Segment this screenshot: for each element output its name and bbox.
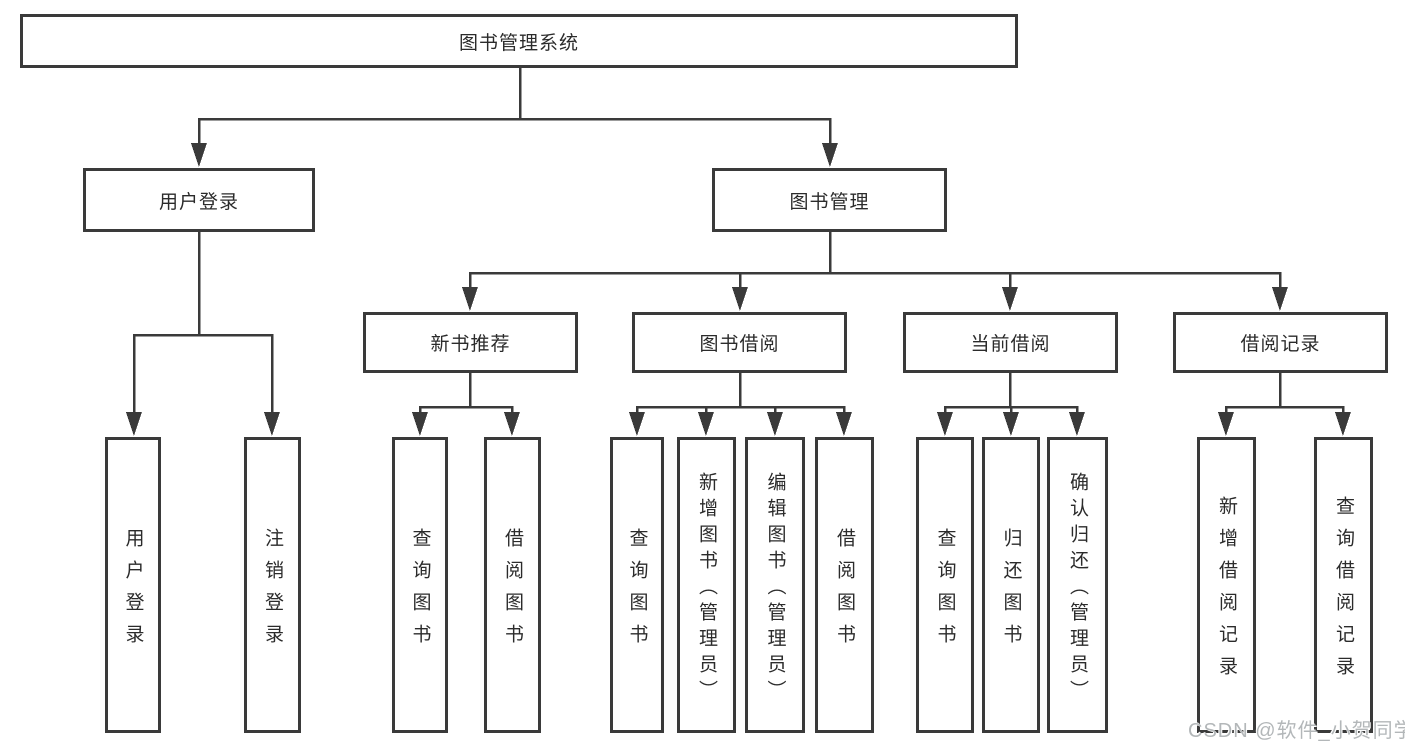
node-label: 当前借阅 — [970, 334, 1051, 355]
leaf-edit-book-admin: 编辑图书（管理员） — [745, 437, 805, 733]
leaf-return-books: 归还图书 — [982, 437, 1040, 733]
watermark: CSDN @软件_小贺同学 — [1188, 720, 1405, 742]
node-label: 查询借阅记录 — [1333, 495, 1354, 688]
leaf-borrow-books-recommend: 借阅图书 — [484, 437, 541, 733]
arrowhead-icon — [698, 412, 714, 436]
connector-current-borrow-split — [937, 371, 1085, 436]
arrowhead-icon — [1335, 412, 1351, 436]
leaf-query-books-current: 查询图书 — [916, 437, 974, 733]
arrowhead-icon — [1002, 287, 1018, 311]
leaf-query-borrow-record: 查询借阅记录 — [1314, 437, 1373, 733]
arrowhead-icon — [504, 412, 520, 436]
connector-book-borrowing-split — [629, 371, 852, 436]
node-user-login: 用户登录 — [83, 168, 315, 232]
node-library-management-system: 图书管理系统 — [20, 14, 1018, 68]
node-label: 图书管理系统 — [458, 32, 579, 54]
connector-line — [1224, 371, 1345, 419]
arrowhead-icon — [629, 412, 645, 436]
node-label: 图书管理 — [789, 191, 870, 213]
node-label: 新增图书（管理员） — [696, 471, 717, 706]
leaf-query-books-borrowing: 查询图书 — [610, 437, 664, 733]
node-borrowing-records: 借阅记录 — [1173, 312, 1388, 373]
leaf-borrow-books-borrowing: 借阅图书 — [815, 437, 874, 733]
node-label: 注销登录 — [262, 527, 283, 656]
node-label: 新书推荐 — [430, 334, 511, 355]
connector-line — [418, 371, 514, 419]
node-label: 查询图书 — [934, 527, 956, 656]
connector-line — [635, 371, 846, 419]
arrowhead-icon — [822, 143, 838, 167]
node-book-borrowing: 图书借阅 — [632, 312, 847, 373]
connector-line — [132, 230, 274, 419]
leaf-add-borrow-record: 新增借阅记录 — [1197, 437, 1256, 733]
node-label: 新增借阅记录 — [1216, 495, 1237, 688]
node-label: 图书借阅 — [699, 334, 780, 355]
arrowhead-icon — [462, 287, 478, 311]
node-book-management: 图书管理 — [712, 168, 947, 232]
leaf-confirm-return-admin: 确认归还（管理员） — [1047, 437, 1108, 733]
connector-line — [468, 230, 1282, 294]
arrowhead-icon — [836, 412, 852, 436]
node-label: 确认归还（管理员） — [1067, 471, 1088, 706]
arrowhead-icon — [1003, 412, 1019, 436]
node-label: 编辑图书（管理员） — [764, 471, 786, 706]
node-new-book-recommend: 新书推荐 — [363, 312, 578, 373]
arrowhead-icon — [1218, 412, 1234, 436]
leaf-add-book-admin: 新增图书（管理员） — [677, 437, 736, 733]
node-current-borrowing: 当前借阅 — [903, 312, 1118, 373]
connector-book-management-split — [462, 230, 1288, 311]
node-label: 用户登录 — [158, 191, 239, 213]
node-label: 借阅图书 — [834, 527, 855, 656]
arrowhead-icon — [937, 412, 953, 436]
leaf-query-books-recommend: 查询图书 — [392, 437, 448, 733]
connector-user-login-split — [126, 230, 280, 436]
node-label: 查询图书 — [409, 527, 431, 656]
arrowhead-icon — [1272, 287, 1288, 311]
connector-root-split — [191, 66, 838, 167]
connector-line — [943, 371, 1079, 419]
arrowhead-icon — [126, 412, 142, 436]
node-label: 借阅图书 — [502, 527, 523, 656]
node-label: 查询图书 — [626, 527, 648, 656]
arrowhead-icon — [412, 412, 428, 436]
arrowhead-icon — [191, 143, 207, 167]
arrowhead-icon — [264, 412, 280, 436]
connector-new-book-split — [412, 371, 520, 436]
arrowhead-icon — [732, 287, 748, 311]
arrowhead-icon — [767, 412, 783, 436]
leaf-user-login: 用户登录 — [105, 437, 161, 733]
arrowhead-icon — [1069, 412, 1085, 436]
connector-line — [197, 66, 832, 150]
leaf-logout: 注销登录 — [244, 437, 301, 733]
node-label: 归还图书 — [1000, 527, 1022, 656]
node-label: 借阅记录 — [1240, 334, 1321, 355]
connector-borrow-record-split — [1218, 371, 1351, 436]
node-label: 用户登录 — [122, 527, 144, 656]
